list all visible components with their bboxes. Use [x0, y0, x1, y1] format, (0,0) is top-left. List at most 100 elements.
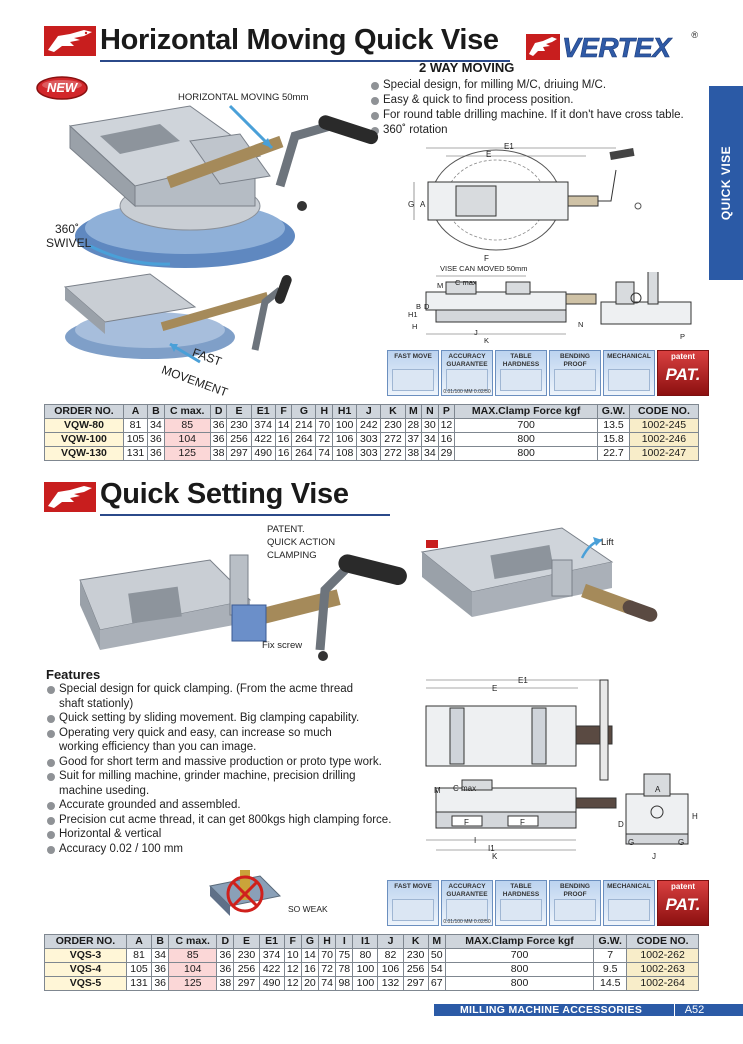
table-cell: 100: [332, 418, 358, 433]
title-underline: [100, 514, 390, 516]
table-cell: 230: [380, 418, 406, 433]
so-weak-photo: [208, 870, 282, 916]
dim-label: J: [652, 852, 656, 861]
column-header: ORDER NO.: [44, 404, 124, 419]
table-cell: 16: [300, 962, 320, 977]
label-c-max-2: C max: [453, 784, 477, 793]
column-header: J: [377, 934, 404, 949]
features-title: Features: [46, 667, 101, 682]
table-cell: 10: [283, 948, 302, 963]
label-vise-moved: VISE CAN MOVED 50mm: [440, 264, 528, 273]
table-cell: 1002-247: [628, 446, 700, 461]
table-cell: 34: [421, 432, 439, 447]
table-cell: 800: [454, 432, 599, 447]
table-cell: 38: [216, 976, 235, 991]
table-cell: 67: [427, 976, 446, 991]
feature-item: Special design for quick clamping. (From…: [46, 682, 406, 697]
registered-mark: ®: [691, 30, 698, 40]
feature-item: Suit for milling machine, grinder machin…: [46, 769, 406, 784]
table-cell: 78: [335, 962, 354, 977]
table-cell: 70: [317, 948, 337, 963]
column-header: ORDER NO.: [44, 934, 127, 949]
dim-label: D: [424, 302, 430, 311]
badge-fast-move: FAST MOVE: [387, 880, 439, 926]
table-cell: 14: [300, 948, 320, 963]
feature-item: Operating very quick and easy, can incre…: [46, 726, 406, 741]
feature-item: Quick setting by sliding movement. Big c…: [46, 711, 406, 726]
table-cell: 16: [437, 432, 456, 447]
table-cell: 800: [444, 962, 595, 977]
table-cell: 125: [163, 446, 211, 461]
table-cell: 36: [216, 962, 235, 977]
model-cell: VQS-4: [44, 962, 127, 977]
feature-list-2: Special design for quick clamping. (From…: [46, 682, 406, 856]
table-cell: 98: [335, 976, 354, 991]
table-cell: 36: [209, 418, 228, 433]
table-cell: 105: [125, 962, 153, 977]
table-cell: 36: [209, 432, 228, 447]
table-cell: 214: [291, 418, 317, 433]
label-quick-action: QUICK ACTION: [267, 537, 336, 548]
feature-item-continued: working efficiency than you can image.: [59, 741, 257, 753]
table-cell: 700: [444, 948, 595, 963]
table-cell: 108: [332, 446, 358, 461]
section-title-quick-setting-vise: Quick Setting Vise: [100, 478, 349, 510]
page-number: A52: [674, 1004, 714, 1016]
table-cell: 106: [332, 432, 358, 447]
table-cell: 36: [216, 948, 235, 963]
table-cell: 9.5: [593, 962, 628, 977]
dim-label: B: [416, 302, 422, 311]
label-patent: PATENT.: [267, 524, 305, 535]
horizontal-vise-photo: [68, 104, 379, 268]
badge-table-hardness: TABLE HARDNESS: [495, 880, 547, 926]
label-lift: Lift: [601, 537, 614, 548]
table-cell: 85: [163, 418, 211, 433]
feature-item: Accurate grounded and assembled.: [46, 798, 406, 813]
table-cell: 81: [122, 418, 149, 433]
technical-drawing-quick-setting: [425, 679, 689, 851]
quick-setting-vise-photo: [79, 554, 407, 661]
table-cell: 422: [258, 962, 285, 977]
column-header: E1: [258, 934, 285, 949]
table-cell: 37: [404, 432, 423, 447]
model-cell: VQW-80: [44, 418, 124, 433]
table-cell: 36: [147, 446, 165, 461]
table-cell: 74: [315, 446, 334, 461]
label-horizontal-moving: HORIZONTAL MOVING 50mm: [178, 92, 309, 103]
feature-item: Precision cut acme thread, it can get 80…: [46, 813, 406, 828]
brand-name: VERTEX: [562, 32, 672, 64]
table-cell: 75: [335, 948, 354, 963]
column-header: CODE NO.: [628, 404, 700, 419]
technical-drawing-side-view: [425, 272, 692, 335]
table-cell: 105: [122, 432, 149, 447]
table-cell: 36: [151, 976, 170, 991]
table-cell: 100: [352, 962, 379, 977]
table-cell: 36: [151, 962, 170, 977]
table-cell: 12: [437, 418, 456, 433]
table-cell: 297: [402, 976, 429, 991]
column-header: A: [122, 404, 149, 419]
label-so-weak: SO WEAK: [288, 904, 328, 914]
dim-label: M: [437, 281, 444, 290]
table-cell: 256: [226, 432, 252, 447]
dim-label: E1: [518, 676, 528, 685]
column-header: CODE NO.: [626, 934, 699, 949]
table-cell: 70: [315, 418, 334, 433]
table-cell: 15.8: [597, 432, 630, 447]
table-cell: 72: [315, 432, 334, 447]
table-cell: 12: [283, 976, 302, 991]
column-header: G.W.: [597, 404, 630, 419]
dim-label: E: [486, 150, 492, 159]
column-header: F: [283, 934, 302, 949]
table-cell: 72: [317, 962, 337, 977]
model-cell: VQW-100: [44, 432, 124, 447]
dim-label: H: [412, 322, 418, 331]
subtitle-2-way: 2 WAY MOVING: [419, 60, 515, 75]
dim-label: H: [692, 812, 698, 821]
